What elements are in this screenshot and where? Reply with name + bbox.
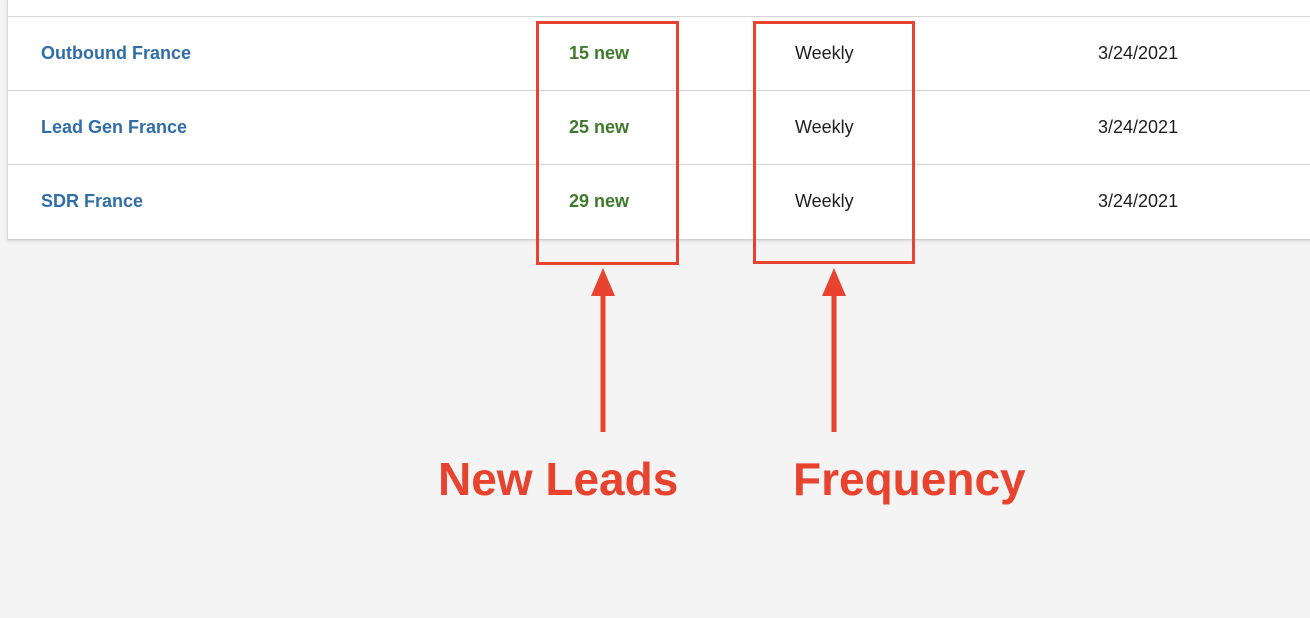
- row-date: 3/24/2021: [1098, 43, 1179, 63]
- row-frequency: Weekly: [795, 117, 854, 137]
- frequency-annotation-label: Frequency: [793, 453, 1026, 505]
- new-leads-annotation-label: New Leads: [438, 453, 679, 505]
- row-frequency: Weekly: [795, 43, 854, 63]
- row-date: 3/24/2021: [1098, 191, 1179, 211]
- row-frequency: Weekly: [795, 191, 854, 211]
- row-name-link[interactable]: Lead Gen France: [41, 117, 188, 137]
- row-name-link[interactable]: SDR France: [41, 191, 144, 211]
- frequency-highlight-box: [753, 21, 915, 264]
- row-name-link[interactable]: Outbound France: [41, 43, 191, 63]
- frequency-arrow-icon: [822, 268, 846, 432]
- new-leads-arrow-icon: [591, 268, 615, 432]
- row-new-leads: 25 new: [569, 117, 630, 137]
- new-leads-highlight-box: [536, 21, 679, 265]
- table-row[interactable]: SDR France 29 new Weekly 3/24/2021: [8, 164, 1310, 238]
- row-new-leads: 29 new: [569, 191, 630, 211]
- table-row[interactable]: Outbound France 15 new Weekly 3/24/2021: [8, 16, 1310, 90]
- saved-searches-table: Outbound France 15 new Weekly 3/24/2021 …: [7, 0, 1310, 240]
- table-row[interactable]: Lead Gen France 25 new Weekly 3/24/2021: [8, 90, 1310, 164]
- row-new-leads: 15 new: [569, 43, 630, 63]
- row-date: 3/24/2021: [1098, 117, 1179, 137]
